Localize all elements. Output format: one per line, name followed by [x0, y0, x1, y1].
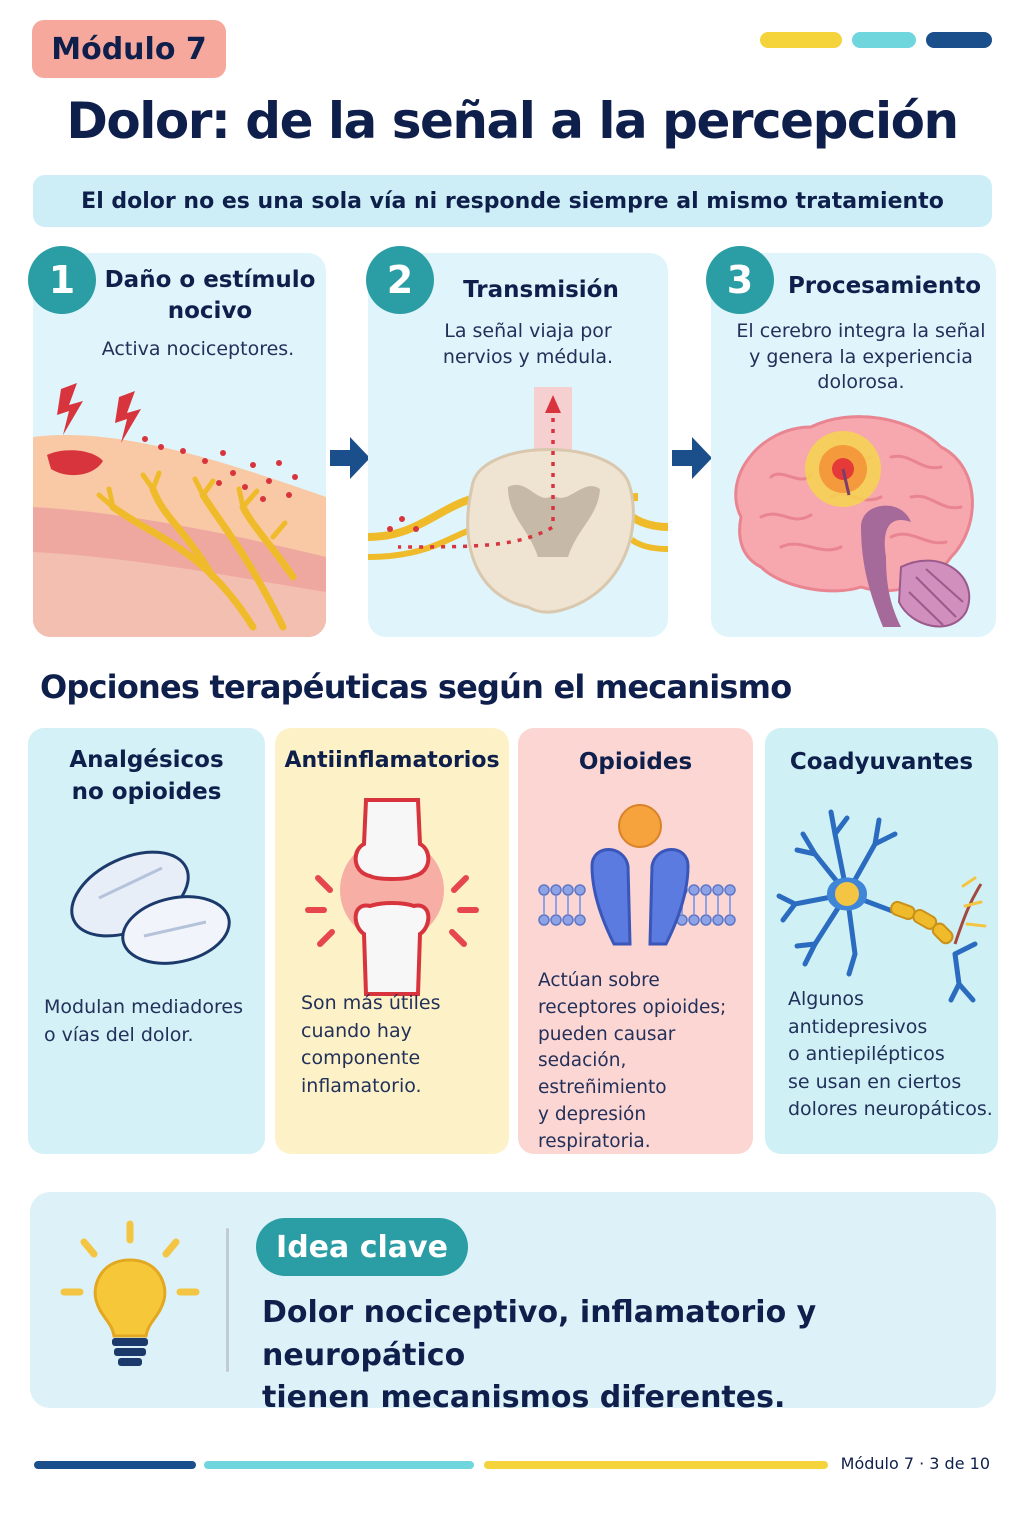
- step-number-1: 1: [28, 246, 96, 314]
- step-description: La señal viaja por nervios y médula.: [442, 320, 614, 368]
- step-title: Transmisión: [463, 277, 619, 303]
- option-description: Son más útiles cuando hay componente inf…: [301, 992, 441, 1097]
- arrow-right-icon: [672, 437, 712, 479]
- module-badge: Módulo 7: [32, 20, 226, 78]
- step-number-3: 3: [706, 246, 774, 314]
- step-description: El cerebro integra la señal y genera la …: [736, 320, 986, 394]
- lightbulb-icon: [60, 1220, 200, 1366]
- page-indicator: Módulo 7 · 3 de 10: [840, 1454, 990, 1473]
- key-idea-label: Idea clave: [256, 1218, 468, 1276]
- accent-bar-cyan: [852, 32, 916, 48]
- spinal-cord-illustration: [368, 387, 668, 614]
- step-title: Procesamiento: [787, 273, 982, 299]
- accent-bar-yellow: [760, 32, 842, 48]
- brain-illustration: [734, 415, 974, 628]
- footer-bar-navy: [34, 1461, 196, 1469]
- page-title: Dolor: de la señal a la percepción: [66, 92, 959, 150]
- option-title: Analgésicos no opioides: [69, 747, 224, 806]
- option-title: Opioides: [578, 749, 693, 775]
- step-card-processing: Procesamiento El cerebro integra la seña…: [711, 253, 996, 637]
- key-idea-text: Dolor nociceptivo, inflamatorio y neurop…: [262, 1295, 817, 1416]
- step-title: Daño o estímulo nocivo: [104, 267, 316, 325]
- accent-bar-navy: [926, 32, 992, 48]
- step-number-2: 2: [366, 246, 434, 314]
- option-card-non-opioid-analgesics: Analgésicos no opioides Modulan mediador…: [28, 728, 265, 1154]
- opioid-receptor-icon: [538, 804, 736, 946]
- step-card-damage: Daño o estímulo nocivo Activa nociceptor…: [33, 253, 326, 637]
- option-description: Modulan mediadores o vías del dolor.: [44, 996, 243, 1046]
- accent-bars: [760, 32, 992, 48]
- key-idea-divider: [226, 1228, 229, 1372]
- pill-tablets-icon: [70, 850, 231, 965]
- option-card-opioids: Opioides Actúan sobre receptores opioide…: [518, 728, 753, 1154]
- step-card-transmission: Transmisión La señal viaja por nervios y…: [368, 253, 668, 637]
- option-card-adjuvants: Coadyuvantes Algunos antidepresivos o an…: [765, 728, 998, 1154]
- step-description: Activa nociceptores.: [101, 338, 295, 360]
- inflamed-joint-icon: [305, 798, 479, 996]
- neuron-icon: [776, 809, 987, 1003]
- option-title: Antiinflamatorios: [284, 748, 500, 773]
- arrow-right-icon: [330, 437, 370, 479]
- option-description: Algunos antidepresivos o antiepilépticos…: [788, 988, 993, 1121]
- page-subtitle: El dolor no es una sola vía ni responde …: [33, 175, 992, 227]
- footer-bar-cyan: [204, 1461, 474, 1469]
- footer-bar-yellow: [484, 1461, 828, 1469]
- option-title: Coadyuvantes: [789, 749, 974, 775]
- option-card-anti-inflammatories: Antiinflamatorios Son más útiles cuando …: [275, 728, 509, 1154]
- skin-nerve-damage-illustration: [33, 383, 326, 637]
- key-idea-panel: Idea clave Dolor nociceptivo, inflamator…: [30, 1192, 996, 1415]
- option-description: Actúan sobre receptores opioides; pueden…: [538, 970, 727, 1152]
- section-title: Opciones terapéuticas según el mecanismo: [40, 668, 792, 706]
